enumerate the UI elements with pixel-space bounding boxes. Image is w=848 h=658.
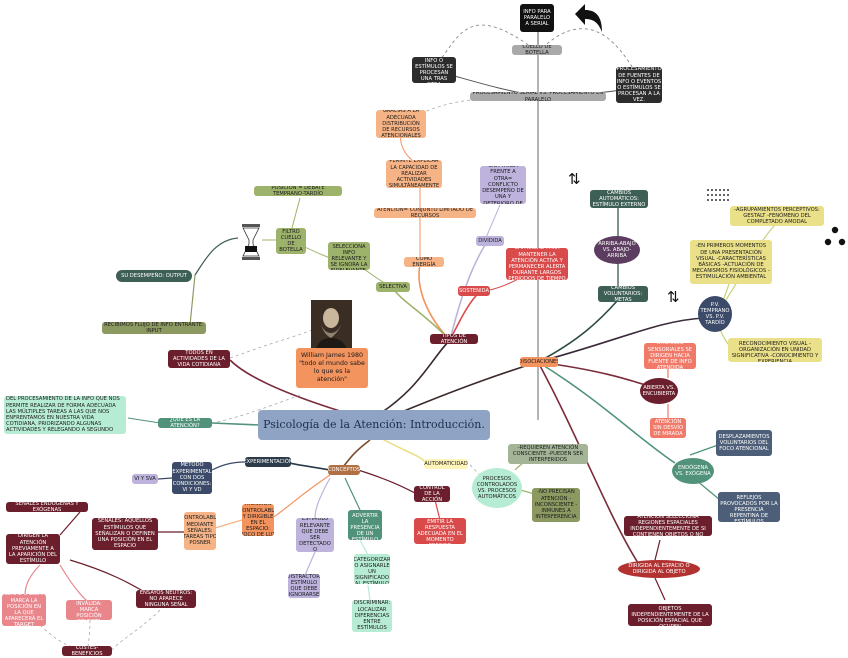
atencion-controlable-node[interactable]: ATENCIÓN CONTROLABLE Y DIRIGIBLE EN EL E… — [242, 504, 274, 536]
primeros-momentos-node[interactable]: -EN PRIMEROS MOMENTOS DE UNA PRESENTACIÓ… — [690, 240, 772, 284]
prioriza-tarea-node[interactable]: SE PRIORIZA UNA TAREA FRENTE A OTRA= CON… — [480, 166, 526, 204]
abierta-encubierta-node[interactable]: ABIERTA VS. ENCUBIERTA — [640, 378, 678, 404]
identificar-node[interactable]: IDENTIFICAR: CATEGORIZAR O ASIGNARLE UN … — [354, 554, 390, 584]
como-energia-node[interactable]: COMO ENERGÍA — [404, 257, 444, 267]
arriba-abajo-node[interactable]: ARRIBA-ABAJO VS. ABAJO-ARRIBA — [594, 236, 640, 264]
su-desempeno-node[interactable]: SU DESEMPEÑO: OUTPUT — [116, 270, 192, 282]
bottleneck-filter-icon — [242, 224, 260, 260]
cambios-voluntarios-node[interactable]: CAMBIOS VOLUNTARIOS: METAS — [598, 286, 648, 302]
selecciona-objetos-node[interactable]: ATENCIÓN SELECCIONA OBJETOS INDEPENDIENT… — [628, 604, 712, 626]
automaticidad-node[interactable]: AUTOMATICIDAD — [424, 459, 468, 469]
recibimos-flujo-node[interactable]: RECIBIMOS FLUJO DE INFO ENTRANTE: INPUT — [102, 322, 206, 334]
dividida-node[interactable]: DIVIDIDA — [476, 236, 504, 246]
cuello-botella-node[interactable]: CUELLO DE BOTELLA — [512, 45, 562, 55]
senales-endogenas-node[interactable]: SEÑALES ENDÓGENAS Y EXÓGENAS — [6, 502, 88, 512]
sostenida-node[interactable]: SOSTENIDA — [458, 286, 490, 296]
up-down-arrow-icon: ⇅ — [667, 288, 680, 306]
discriminar-node[interactable]: DISCRIMINAR: LOCALIZAR DIFERENCIAS ENTRE… — [352, 600, 392, 632]
desplazamientos-node[interactable]: DESPLAZAMIENTOS VOLUNTARIOS DEL FOCO ATE… — [716, 430, 772, 456]
dirigida-espacio-node[interactable]: DIRIGIDA AL ESPACIO O DIRIGIDA AL OBJETO — [618, 560, 700, 578]
vi-sva-node[interactable]: VI Y SVA — [132, 474, 158, 484]
procesos-controlados-node[interactable]: PROCESOS CONTROLADOS VS. PROCESOS AUTOMÁ… — [472, 468, 522, 508]
senales-aquellos-node[interactable]: SEÑALES: AQUELLOS ESTÍMULOS QUE SEÑALIZA… — [92, 518, 158, 550]
todos-actividades-node[interactable]: TODOS EN ACTIVIDADES DE LA VIDA COTIDIAN… — [168, 350, 230, 368]
no-precisan-node[interactable]: -NO PRECISAN ATENCIÓN -INCONSCIENTE -INM… — [532, 488, 580, 522]
dirigen-atencion-node[interactable]: DIRIGEN LA ATENCIÓN PREVIAMENTE A LA APA… — [6, 534, 60, 564]
fuentes-info-node[interactable]: FUENTES DE INFO O ESTÍMULOS SE PROCESAN … — [412, 57, 456, 83]
mecanismo-control-node[interactable]: ES UN MECANISMO DE CONTROL EJECUTIVO DEL… — [4, 396, 126, 434]
permite-explicar-node[interactable]: PERMITE EXPLICAR LA CAPACIDAD DE REALIZA… — [386, 160, 442, 188]
deteccion-node[interactable]: DETECCIÓN: ADVERTIR LA PRESENCIA DE UN E… — [348, 510, 382, 540]
senal-invalida-node[interactable]: SEÑAL INVÁLIDA: MARCA POSICIÓN OPUESTA — [66, 600, 112, 620]
gracias-distribucion-node[interactable]: GRACIAS A LA ADECUADA DISTRIBUCIÓN DE RE… — [376, 110, 426, 138]
dot-grid-icon — [707, 189, 729, 201]
requieren-atencion-node[interactable]: -REQUIEREN ATENCIÓN CONSCIENTE -PUEDEN S… — [508, 444, 588, 464]
posicion-debate-node[interactable]: POSICIÓN = DEBATE TEMPRANO-TARDÍO — [254, 186, 342, 196]
selecciona-relevante-node[interactable]: SE SELECCIONA INFO RELEVANTE Y SE IGNORA… — [328, 242, 370, 270]
selecciona-regiones-node[interactable]: ATENCIÓN SELECCIONA REGIONES ESPACIALES … — [624, 516, 712, 536]
william-james-portrait — [311, 300, 352, 353]
conceptos-node[interactable]: CONCEPTOS — [328, 465, 360, 475]
william-james-quote[interactable]: William James 1980 "todo el mundo sabe l… — [296, 348, 368, 388]
filtro-cuello-node[interactable]: FILTRO CUELLO DE BOTELLA — [276, 228, 306, 254]
agrupamientos-node[interactable]: -AGRUPAMIENTOS PERCEPTIVOS: GESTALT -FEN… — [730, 206, 824, 226]
metodo-experimental-node[interactable]: MÉTODO EXPERIMENTAL CON DOS CONDICIONES:… — [172, 462, 212, 494]
organizacion-reconocimiento-node[interactable]: -ORGANIZACIÓN Y RECONOCIMIENTO VISUAL -O… — [728, 338, 822, 362]
target-node[interactable]: TARGET: ESTÍMULO RELEVANTE QUE DEBE SER … — [296, 518, 334, 552]
atencion-sin-mirada-node[interactable]: ATENCIÓN SIN DESVÍO DE MIRADA — [650, 418, 686, 438]
disociaciones-node[interactable]: DISOCIACIONES — [520, 357, 558, 367]
control-accion-node[interactable]: CONTROL DE LA ACCIÓN — [414, 486, 450, 502]
back-arrow-icon[interactable] — [571, 2, 605, 34]
cambios-atencionales-node[interactable]: CAMBIOS ATENCIONALES REFLEJOS PROVOCADOS… — [718, 492, 780, 522]
controlable-senales-node[interactable]: CONTROLABLE MEDIANTE SEÑALES: TAREAS TIP… — [184, 512, 216, 550]
three-circles-triangle-icon — [824, 226, 846, 246]
distractor-node[interactable]: DISTRACTOR: ESTÍMULO QUE DEBE IGNORARSE — [288, 574, 320, 598]
central-topic[interactable]: Psicología de la Atención: Introducción. — [258, 410, 490, 440]
serial-vs-paralelo-node[interactable]: PROCESAMIENTO SERIAL VS. PROCESAMIENTO E… — [470, 92, 606, 101]
ensayos-neutros-node[interactable]: ENSAYOS NEUTROS: NO APARECE NINGUNA SEÑA… — [136, 590, 196, 608]
capacidad-mantener-node[interactable]: CAPACIDAD PARA MANTENER LA ATENCIÓN ACTI… — [506, 248, 568, 280]
cambios-automaticos-node[interactable]: CAMBIOS AUTOMÁTICOS: ESTÍMULO EXTERNO — [590, 190, 648, 208]
costes-beneficios-node[interactable]: COSTES-BENEFICIOS — [62, 646, 112, 656]
procesamiento-paralelo-node[interactable]: PROCESAMIENTO DE FUENTES DE INFO O EVENT… — [616, 67, 662, 103]
info-paralelo-serial-node[interactable]: INFO PARA PARALELO A SERIAL — [520, 4, 554, 32]
temprano-tardio-node[interactable]: P.V. TEMPRANO VS. P.V. TARDÍO — [698, 296, 732, 332]
senal-valida-node[interactable]: SEÑAL VÁLIDA: MARCA LA POSICIÓN EN LA QU… — [2, 594, 46, 626]
experimentacion-node[interactable]: EXPERIMENTACIÓN — [245, 457, 291, 467]
que-es-atencion-node[interactable]: ¿QUÉ ES LA ATENCIÓN? — [158, 418, 212, 428]
tipos-atencion-node[interactable]: TIPOS DE ATENCIÓN — [430, 334, 478, 344]
selectiva-node[interactable]: SELECTIVA — [376, 282, 410, 292]
conjunto-limitado-node[interactable]: ATENCIÓN= CONJUNTO LIMITADO DE RECURSOS — [374, 208, 476, 218]
up-down-arrows-icon: ⇅ — [568, 170, 581, 188]
organos-sensoriales-node[interactable]: ÓRGANOS SENSORIALES SE DIRIGEN HACIA FUE… — [644, 343, 696, 369]
endogena-exogena-node[interactable]: ENDÓGENA VS. EXÓGENA — [672, 458, 714, 484]
